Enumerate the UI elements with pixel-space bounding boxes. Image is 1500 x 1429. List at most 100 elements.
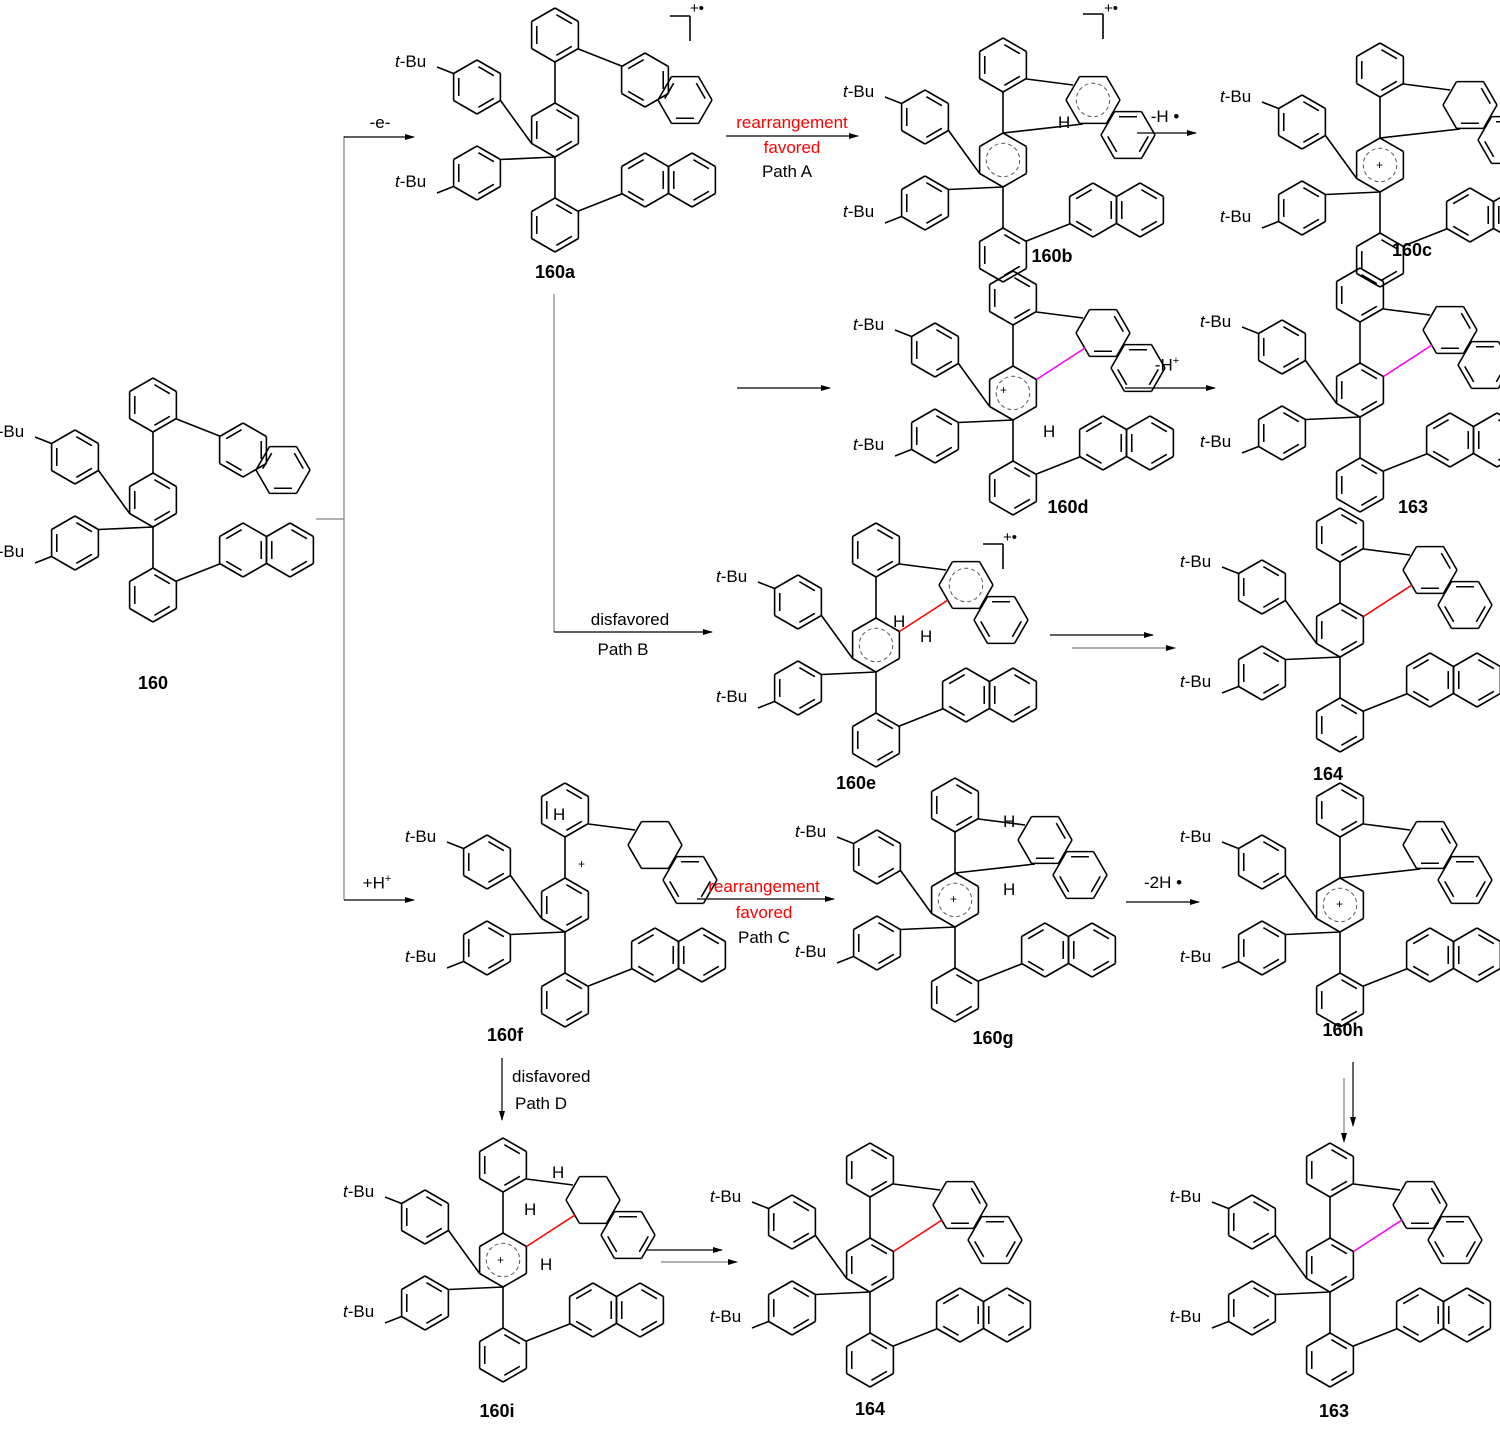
tbu-italic-t: t — [843, 202, 848, 221]
cmpd-160a-tbu-aryl-upper — [452, 59, 502, 115]
tbu-bu: -Bu — [799, 942, 827, 961]
cmpd-164-mid-naphthyl-upper-b — [1437, 580, 1493, 630]
tbu-italic-t: t — [710, 1307, 715, 1326]
cmpd-160a-naphthyl-upper-b — [657, 75, 713, 125]
minus-h-plus-label: -H+ — [1155, 355, 1179, 376]
tbu-bu: -Bu — [1224, 207, 1252, 226]
tbu-bu: -Bu — [1174, 1307, 1202, 1326]
cmpd-163-bot-new-bond — [1353, 1219, 1403, 1253]
tbu-italic-t: t — [1180, 552, 1185, 571]
cmpd-164-mid-naphthyl-lower-a — [1405, 652, 1455, 708]
cmpd-160h-tbu-lower: t-Bu — [1180, 947, 1211, 967]
tbu-italic-t: t — [1220, 207, 1225, 226]
cmpd-160c-tbu-aryl-upper — [1277, 94, 1327, 150]
cmpd-160e-tbu-lower: t-Bu — [716, 687, 747, 707]
cmpd-160i-tbu-aryl-upper — [400, 1189, 450, 1245]
cmpd-160i-central-ring — [478, 1232, 528, 1288]
cmpd-164-bot-new-bond — [893, 1219, 943, 1253]
cmpd-160b-central-ring — [978, 132, 1028, 188]
cmpd-163-bot-naphthyl-lower-a — [1395, 1287, 1445, 1343]
cmpd-164-bot-phenyl-lower — [845, 1332, 895, 1388]
cmpd-163-top-phenyl-upper — [1335, 267, 1385, 323]
path-a-rearrangement-label: rearrangement — [736, 113, 848, 132]
cmpd-163-top-naphthyl-upper-a — [1422, 305, 1478, 355]
cmpd-160-phenyl-upper — [128, 377, 178, 433]
cmpd-160g-naphthyl-lower-b — [1067, 922, 1117, 978]
cmpd-164-bot-naphthyl-upper-b — [967, 1215, 1023, 1265]
cmpd-160b-tbu-upper: t-Bu — [843, 82, 874, 102]
cmpd-163-bot-naphthyl-lower-b — [1442, 1287, 1492, 1343]
radical-cation-bracket — [1083, 13, 1104, 39]
tbu-italic-t: t — [853, 315, 858, 334]
path-a-label: Path A — [761, 162, 813, 181]
tbu-bu: -Bu — [857, 315, 885, 334]
compound-label-164-mid: 164 — [1312, 764, 1344, 784]
tbu-bu: -Bu — [720, 567, 748, 586]
cmpd-160g-spiro-bond — [954, 863, 1036, 874]
cmpd-160b-tbu-lower: t-Bu — [843, 202, 874, 222]
cmpd-160e-naphthyl-upper-a — [938, 560, 994, 610]
cmpd-163-top-tbu-upper: t-Bu — [1200, 312, 1231, 332]
plus-160h: + — [1336, 897, 1344, 911]
tbu-italic-t: t — [1170, 1187, 1175, 1206]
compound-label-160i: 160i — [479, 1401, 515, 1421]
delocalized-charge-ring — [937, 882, 973, 918]
cmpd-164-mid-new-bond — [1363, 584, 1413, 618]
tbu-italic-t: t — [716, 567, 721, 586]
cmpd-164-mid-tbu-aryl-upper — [1237, 559, 1287, 615]
tbu-bu: -Bu — [399, 172, 427, 191]
cmpd-164-bot-central-ring — [845, 1237, 895, 1293]
delocalized-charge-ring — [1362, 147, 1398, 183]
tbu-italic-t: t — [405, 827, 410, 846]
cmpd-160a-tbu-aryl-lower — [452, 145, 502, 201]
cmpd-160h-spiro-bond — [1339, 868, 1421, 879]
delocalized-charge-ring — [1322, 887, 1358, 923]
path-c-label: Path C — [738, 928, 790, 947]
cmpd-160e-central-ring — [851, 617, 901, 673]
cmpd-160c-naphthyl-lower-a — [1445, 187, 1495, 243]
tbu-italic-t: t — [395, 172, 400, 191]
tbu-italic-t: t — [795, 822, 800, 841]
tbu-bu: -Bu — [1184, 672, 1212, 691]
cmpd-160f-phenyl-lower — [540, 972, 590, 1028]
cmpd-164-mid-central-ring — [1315, 602, 1365, 658]
h-160g-a: H — [1003, 812, 1016, 831]
cmpd-164-mid-tbu-upper: t-Bu — [1180, 552, 1211, 572]
cmpd-164-mid-tbu-lower: t-Bu — [1180, 672, 1211, 692]
cmpd-160c-tbu-lower: t-Bu — [1220, 207, 1251, 227]
tbu-bu: -Bu — [1204, 312, 1232, 331]
minus-h-radical-label: -H • — [1150, 107, 1180, 126]
cmpd-160e-tbu-aryl-upper — [773, 574, 823, 630]
compound-label-160h: 160h — [1322, 1020, 1364, 1040]
cmpd-160-naphthyl-lower-a — [218, 522, 268, 578]
cmpd-160i-phenyl-lower — [478, 1327, 528, 1383]
cmpd-160d-phenyl-lower — [988, 460, 1038, 516]
radical-cation-160e: +• — [1003, 529, 1018, 546]
tbu-bu: -Bu — [1184, 827, 1212, 846]
cmpd-163-bot-phenyl-upper — [1305, 1142, 1355, 1198]
cmpd-160h-tbu-aryl-lower — [1237, 920, 1287, 976]
cmpd-160c-spiro-bond — [1379, 128, 1461, 139]
cmpd-160g-naphthyl-lower-a — [1020, 922, 1070, 978]
h-160e-a: H — [893, 612, 906, 631]
cmpd-160e-phenyl-upper — [851, 522, 901, 578]
cmpd-160g-central-ring — [930, 872, 980, 928]
plus-160i: + — [497, 1253, 505, 1267]
cmpd-160i-naphthyl-upper-a — [565, 1175, 621, 1225]
tbu-bu: -Bu — [720, 687, 748, 706]
plus-160d: + — [1000, 383, 1008, 397]
tbu-italic-t: t — [843, 82, 848, 101]
cmpd-164-bot-tbu-aryl-upper — [767, 1194, 817, 1250]
tbu-italic-t: t — [1220, 87, 1225, 106]
cmpd-160b-naphthyl-lower-b — [1115, 182, 1165, 238]
cmpd-160-phenyl-lower — [128, 567, 178, 623]
cmpd-160c-phenyl-upper — [1355, 42, 1405, 98]
cmpd-160c-naphthyl-lower-b — [1492, 196, 1500, 234]
compound-label-160c: 160c — [1391, 240, 1433, 260]
cmpd-160i-phenyl-upper — [478, 1137, 528, 1193]
delocalized-charge-ring — [485, 1242, 521, 1278]
cmpd-160g-tbu-upper: t-Bu — [795, 822, 826, 842]
cmpd-160d-phenyl-upper — [988, 270, 1038, 326]
cmpd-160d-tbu-aryl-upper — [910, 322, 960, 378]
cmpd-160a-central-ring — [530, 102, 580, 158]
